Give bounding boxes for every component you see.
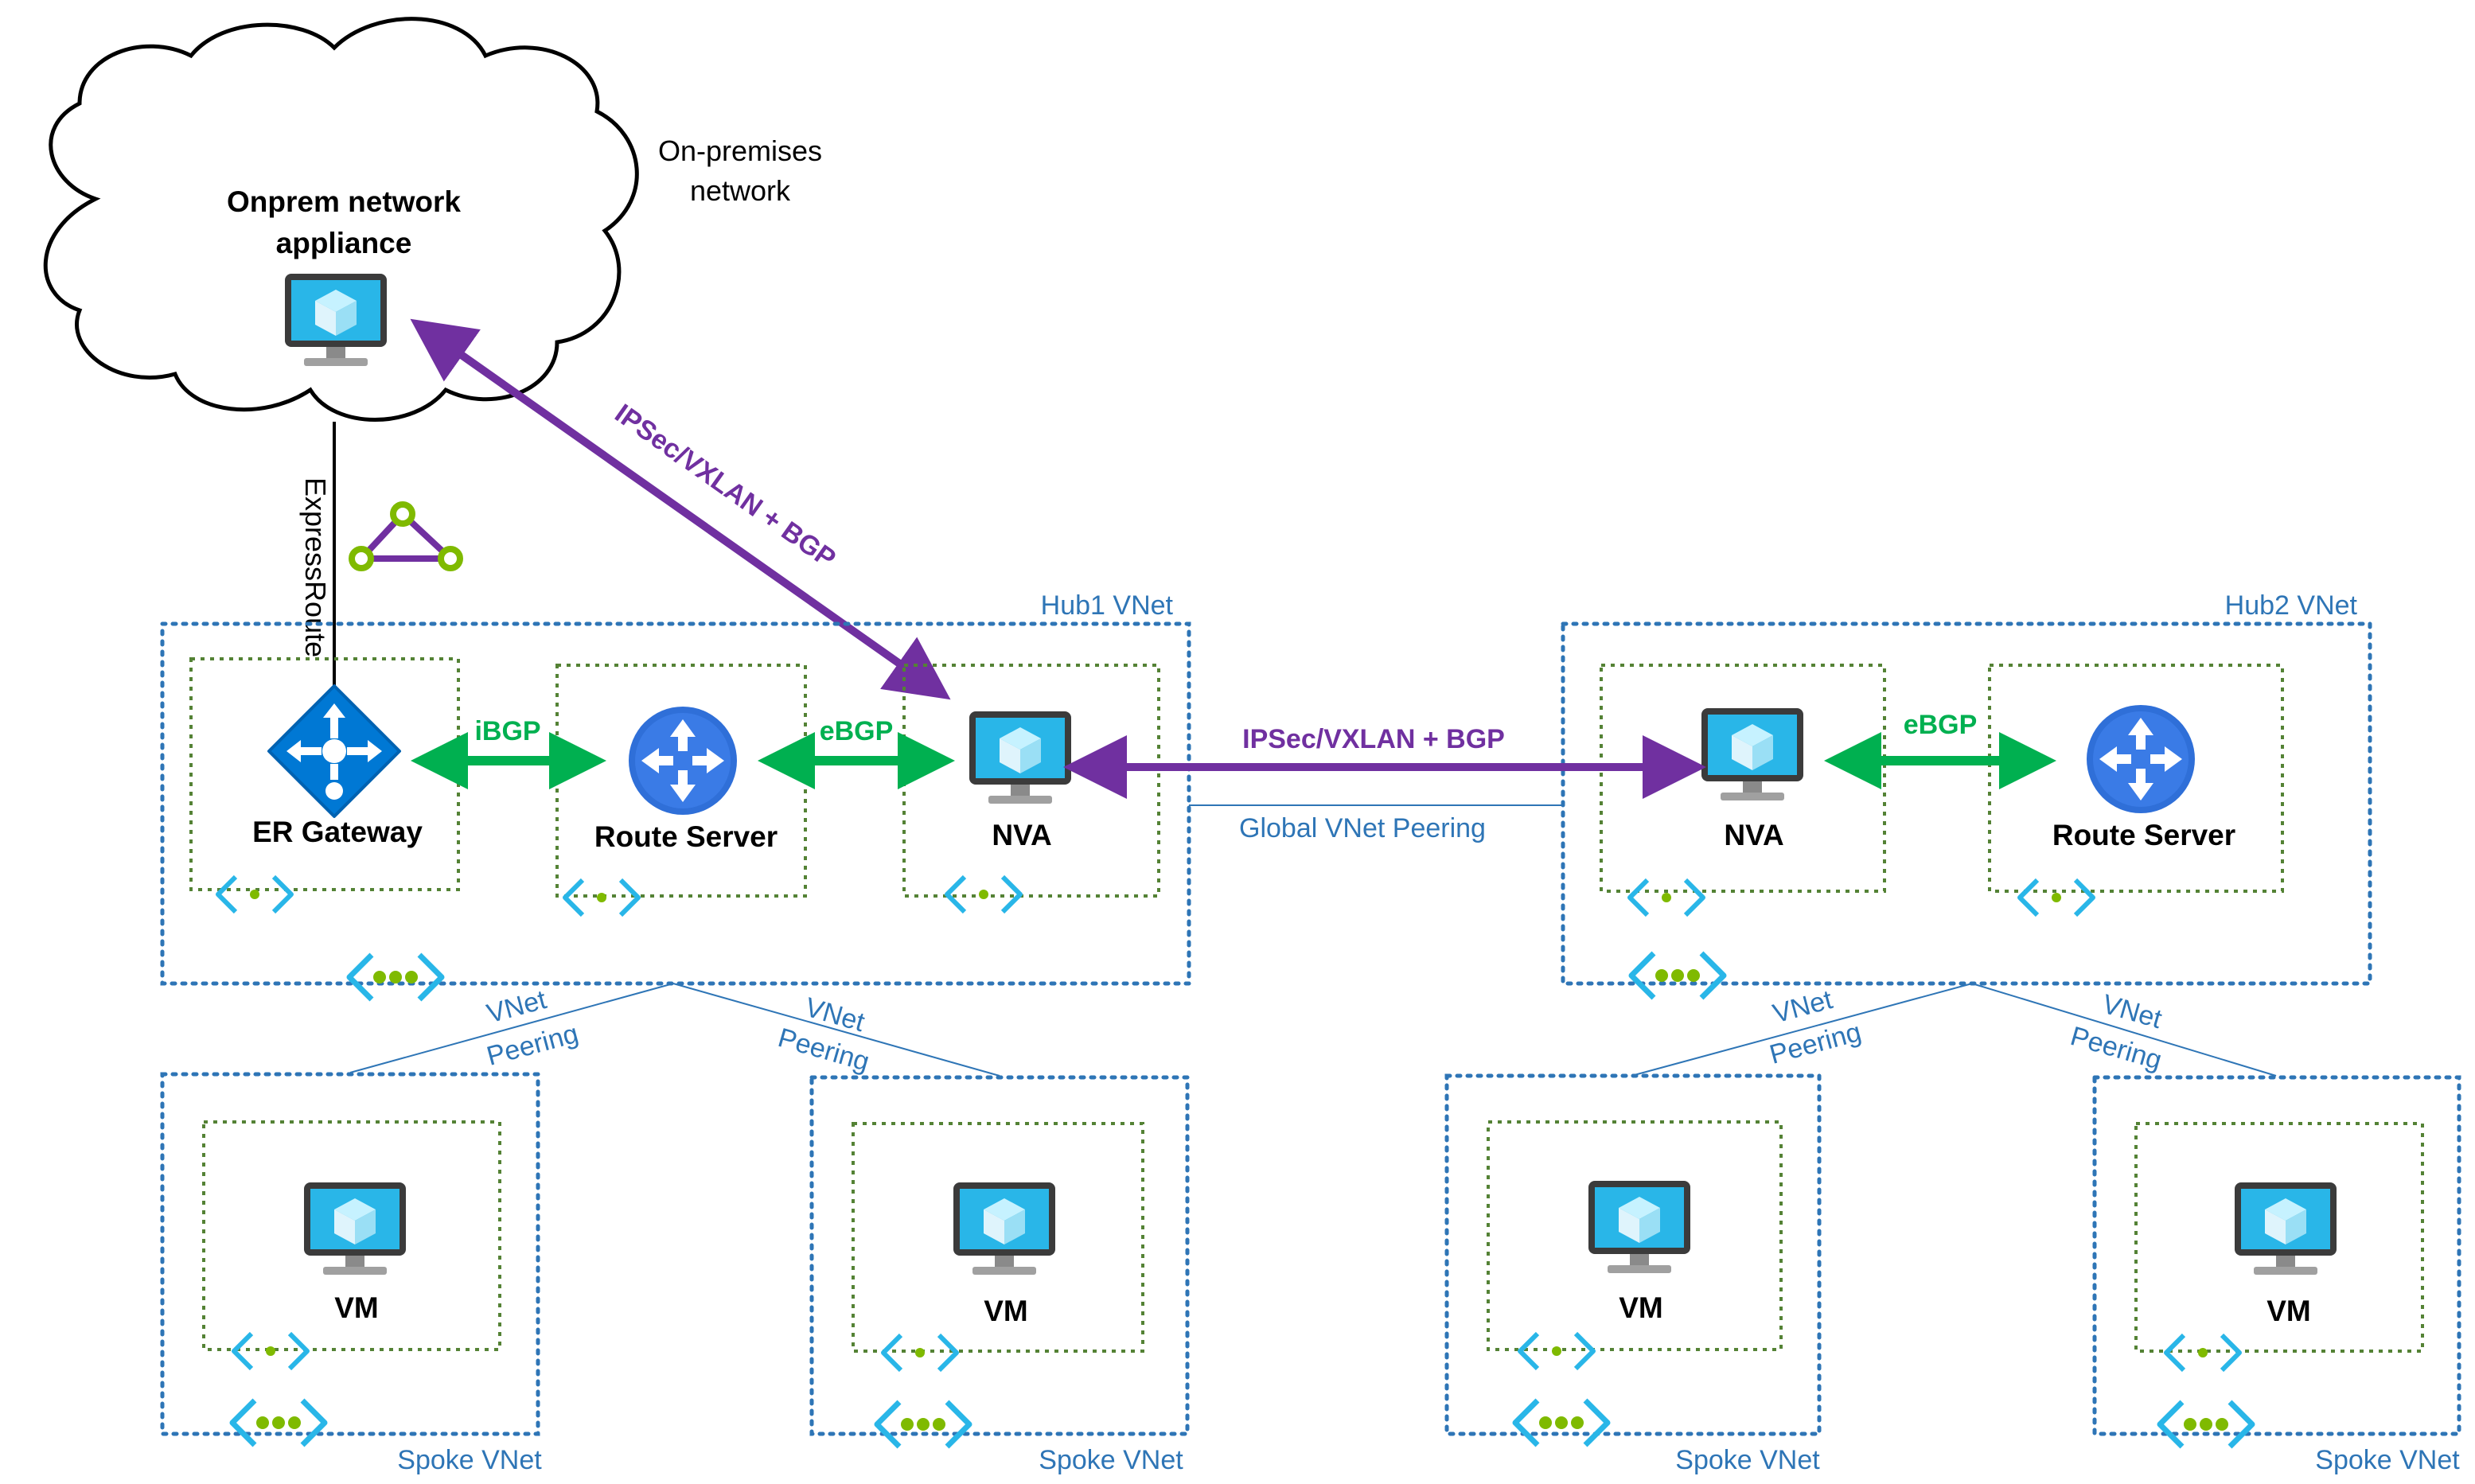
hub2-vnet-icon xyxy=(1631,953,1724,998)
spoke4-vm-label: VM xyxy=(2266,1295,2311,1327)
spoke-vnet-1 xyxy=(160,1072,540,1436)
spoke-vnet-3 xyxy=(1444,1073,1822,1436)
routeserver-subnet-box-hub2 xyxy=(1988,664,2284,893)
spoke1-vm-icon xyxy=(304,1182,406,1275)
route-server-label-hub2: Route Server xyxy=(2052,819,2235,851)
cloud-title-line2: appliance xyxy=(276,227,412,259)
ibgp-label: iBGP xyxy=(474,716,540,746)
er-gateway-label: ER Gateway xyxy=(252,816,423,848)
spoke4-vnet-icon xyxy=(2160,1402,2252,1447)
nva-label-hub1: NVA xyxy=(992,819,1051,851)
global-peering-label: Global VNet Peering xyxy=(1239,813,1486,843)
spoke3-vnet-icon xyxy=(1515,1400,1608,1445)
nva-subnet-box-hub2 xyxy=(1600,664,1886,893)
route-server-icon-hub1 xyxy=(629,707,737,815)
hub2-vnet-box xyxy=(1561,621,2372,986)
nva-subnet-box-hub1 xyxy=(902,664,1160,898)
onprem-label-line2: network xyxy=(690,174,791,207)
route-server-icon-hub2 xyxy=(2087,705,2195,813)
nva-icon-hub1 xyxy=(969,711,1071,804)
expressroute-label: ExpressRoute xyxy=(299,477,332,657)
spoke3-vm-icon xyxy=(1588,1181,1690,1273)
nva-subnet-icon-hub2 xyxy=(1630,880,1703,915)
ipsec-hub-label: IPSec/VXLAN + BGP xyxy=(1242,724,1505,754)
ebgp-label-hub1: eBGP xyxy=(820,716,894,746)
onprem-label-line1: On-premises xyxy=(658,134,822,167)
er-gateway-icon xyxy=(267,684,401,818)
peering-label-4-line1: VNet xyxy=(2099,989,2165,1035)
spoke1-vm-label: VM xyxy=(334,1291,379,1324)
gateway-subnet-icon xyxy=(218,877,291,912)
hub1-vnet-icon xyxy=(349,955,442,999)
routeserver-subnet-icon-hub2 xyxy=(2020,880,2093,915)
ipsec-onprem-link xyxy=(410,318,951,700)
nva-subnet-icon-hub1 xyxy=(947,877,1020,912)
spoke4-vnet-label: Spoke VNet xyxy=(2315,1445,2460,1475)
nva-label-hub2: NVA xyxy=(1724,819,1783,851)
nva-icon-hub2 xyxy=(1701,708,1803,800)
spoke2-vm-label: VM xyxy=(984,1295,1028,1327)
spoke1-vnet-icon xyxy=(232,1400,325,1445)
peering-label-1-line1: VNet xyxy=(484,984,550,1029)
spoke-vnet-4 xyxy=(2092,1075,2461,1436)
route-server-label-hub1: Route Server xyxy=(594,820,778,853)
spoke2-vnet-icon xyxy=(877,1402,969,1447)
hub2-vnet-label: Hub2 VNet xyxy=(2225,590,2358,621)
spoke1-vnet-label: Spoke VNet xyxy=(397,1445,542,1475)
cloud-title-line1: Onprem network xyxy=(227,185,461,218)
peering-lines xyxy=(349,983,2277,1077)
spoke3-vnet-label: Spoke VNet xyxy=(1675,1445,1820,1475)
hub1-vnet-label: Hub1 VNet xyxy=(1041,590,1174,621)
spoke3-vm-label: VM xyxy=(1619,1291,1663,1324)
spoke4-vm-icon xyxy=(2235,1182,2337,1275)
spoke2-vnet-label: Spoke VNet xyxy=(1039,1445,1183,1475)
expressroute-circuit-icon xyxy=(349,501,463,571)
ebgp-label-hub2: eBGP xyxy=(1904,710,1978,740)
spoke2-vm-icon xyxy=(953,1182,1055,1275)
spoke-vnet-2 xyxy=(809,1075,1190,1436)
